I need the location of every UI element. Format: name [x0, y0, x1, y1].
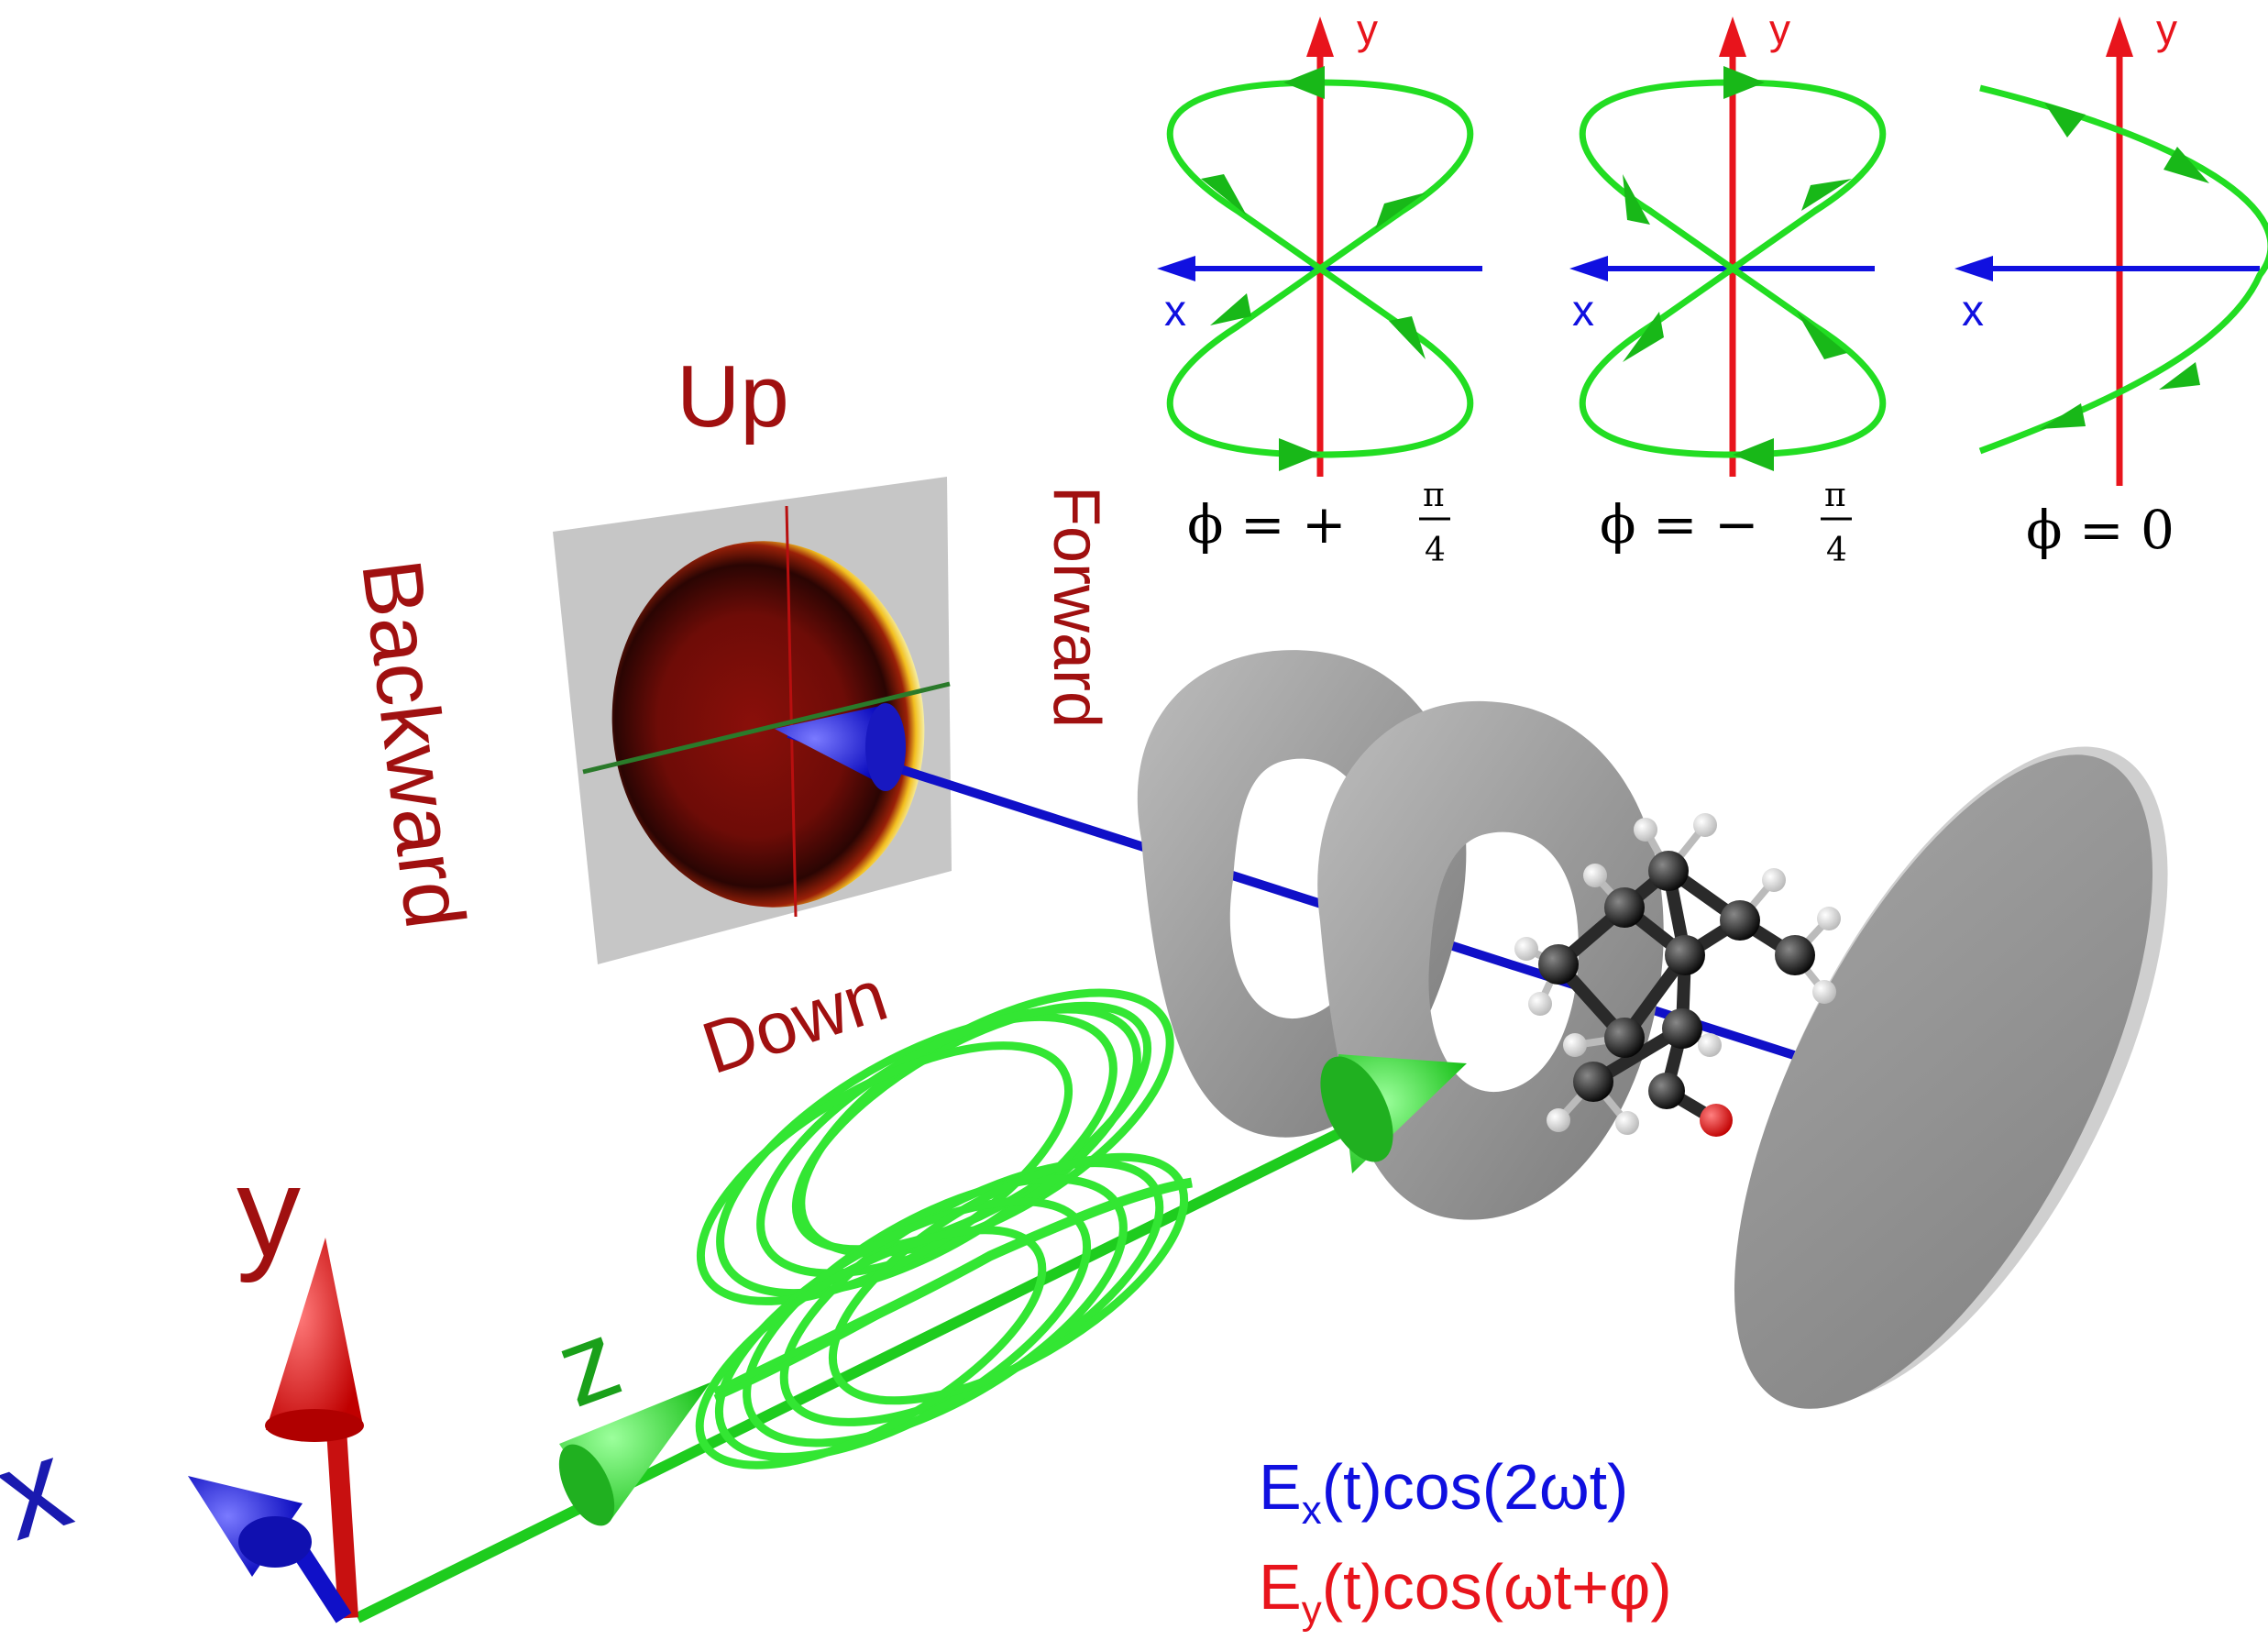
- inset3-trajectory: [1978, 84, 2268, 455]
- inset3-y-arrowhead: [2106, 17, 2133, 57]
- inset1-fraction-num: π: [1423, 477, 1445, 514]
- inset2-trajectory: [1579, 79, 1887, 458]
- inset1-arrow-1: [1283, 66, 1325, 99]
- inset1-y-arrowhead: [1306, 17, 1334, 57]
- inset3-arrow-4: [2040, 403, 2086, 429]
- inset3-arrow-1: [2044, 103, 2086, 138]
- inset2-arrow-6: [1797, 312, 1847, 359]
- inset1-fraction-den: 4: [1425, 532, 1446, 569]
- ey-formula: Ey(t)cos(ωt+φ): [1259, 1551, 1672, 1633]
- detector-backward-label: Backward: [344, 555, 481, 933]
- inset2-x-arrowhead: [1569, 256, 1608, 281]
- detector-vertical-line: [785, 505, 798, 918]
- inset2-arrow-5: [1623, 312, 1664, 362]
- z-axis-cone-mid-base: [558, 1444, 615, 1526]
- inset2-arrow-4: [1801, 179, 1852, 211]
- inset2-phase-label: ϕ = −: [1600, 493, 1759, 556]
- inset-phase-zero: y x ϕ = 0: [1954, 6, 2268, 561]
- field-coils: [695, 988, 1193, 1469]
- inset1-arrow-4: [1375, 193, 1426, 229]
- photoelectron-distribution: [611, 541, 925, 908]
- inset2-arrow-3: [1623, 174, 1650, 225]
- inset1-arrow-2: [1279, 438, 1320, 471]
- oxygen-atom: [1700, 1104, 1733, 1137]
- inset2-arrow-2: [1733, 438, 1774, 471]
- y-axis-3d-cone: [266, 1238, 362, 1430]
- detector-up-label: Up: [677, 347, 789, 446]
- x-axis-3d-cone-base: [238, 1516, 312, 1568]
- inset3-x-label: x: [1962, 287, 1984, 336]
- detector-image: Up Down Backward Forward: [344, 347, 1113, 1089]
- axis-z-label: z: [542, 1296, 635, 1430]
- axes-3d: y x z: [0, 1139, 635, 1623]
- inset2-y-label: y: [1769, 6, 1790, 53]
- inset2-y-arrowhead: [1719, 17, 1746, 57]
- inset3-x-arrowhead: [1954, 256, 1993, 281]
- detector-disk-icon: [1734, 754, 2153, 1409]
- inset2-fraction-den: 4: [1826, 532, 1847, 569]
- inset2-fraction-num: π: [1824, 477, 1846, 514]
- laser-field: [355, 988, 1467, 1623]
- spectrometer-axis-cone: [775, 706, 889, 788]
- detector-horizontal-line: [582, 681, 951, 775]
- inset3-y-label: y: [2156, 6, 2177, 53]
- molecule-icon: [1514, 813, 1841, 1137]
- inset3-phase-label: ϕ = 0: [2026, 499, 2174, 561]
- inset-phase-minus-pi-over-4: y x ϕ = − π 4: [1569, 6, 1887, 569]
- inset2-x-label: x: [1572, 287, 1594, 336]
- axis-x-label: x: [0, 1411, 85, 1568]
- y-axis-3d-cone-base: [265, 1409, 364, 1442]
- inset1-trajectory: [1166, 79, 1474, 458]
- detector-disk: [1734, 746, 2168, 1409]
- spectrometer-axis-cone-base: [865, 703, 906, 791]
- inset1-x-arrowhead: [1157, 256, 1195, 281]
- ex-formula: Ex(t)cos(2ωt): [1259, 1451, 1628, 1533]
- x-axis-3d-cone: [188, 1476, 303, 1577]
- z-axis-line: [355, 1106, 1387, 1623]
- inset1-phase-label: ϕ = +: [1187, 493, 1347, 556]
- inset3-arrow-2: [2163, 147, 2209, 183]
- spectrometer-axis-line: [787, 729, 1822, 1068]
- z-axis-cone-end-base: [1320, 1056, 1393, 1162]
- inset1-y-label: y: [1357, 6, 1378, 53]
- inset3-arrow-3: [2159, 362, 2200, 390]
- axis-y-label: y: [237, 1139, 301, 1283]
- inset2-arrow-1: [1723, 66, 1765, 99]
- inset1-arrow-5: [1210, 293, 1251, 325]
- inset-phase-plus-pi-over-4: y x ϕ = + π 4: [1157, 6, 1482, 569]
- inset1-x-label: x: [1164, 287, 1186, 336]
- inset1-arrow-3: [1201, 174, 1247, 215]
- field-formula: Ex(t)cos(2ωt) Ey(t)cos(ωt+φ): [1259, 1451, 1672, 1633]
- detector-forward-label: Forward: [1040, 486, 1113, 728]
- inset1-arrow-6: [1389, 316, 1426, 359]
